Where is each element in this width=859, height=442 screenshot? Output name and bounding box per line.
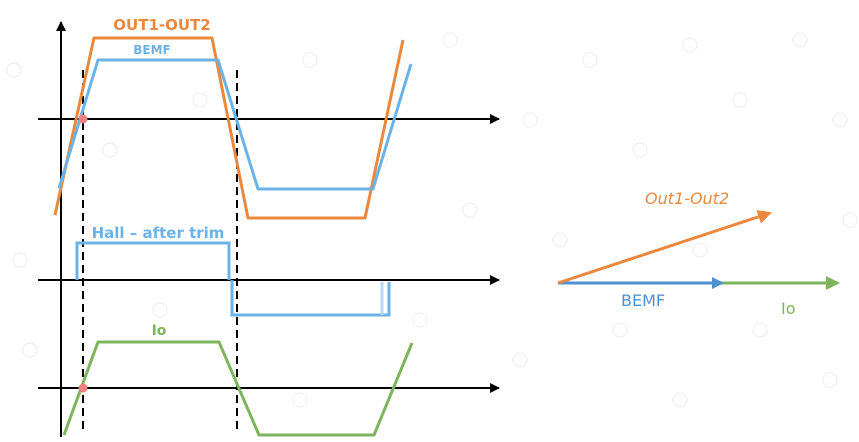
zero-cross-marker-bottom — [78, 383, 88, 393]
io-waveform — [62, 340, 414, 437]
out-diff-waveform — [53, 36, 405, 220]
label-bemf: BEMF — [133, 43, 170, 57]
phasor-label-io: Io — [781, 299, 796, 318]
phasor-diagram: Out1-Out2 BEMF Io — [557, 189, 840, 318]
phasor-label-out-diff: Out1-Out2 — [645, 189, 729, 208]
bemf-waveform — [57, 58, 413, 191]
phasor-label-bemf: BEMF — [621, 291, 665, 310]
zero-cross-marker-top — [78, 114, 88, 124]
hall-waveform-low — [230, 280, 391, 317]
label-hall: Hall – after trim — [92, 224, 225, 242]
label-io: Io — [152, 323, 167, 339]
label-out-diff: OUT1-OUT2 — [113, 16, 210, 34]
hall-waveform — [75, 241, 231, 280]
background-pattern — [6, 32, 858, 408]
phasor-out-diff-arrow — [557, 210, 772, 285]
